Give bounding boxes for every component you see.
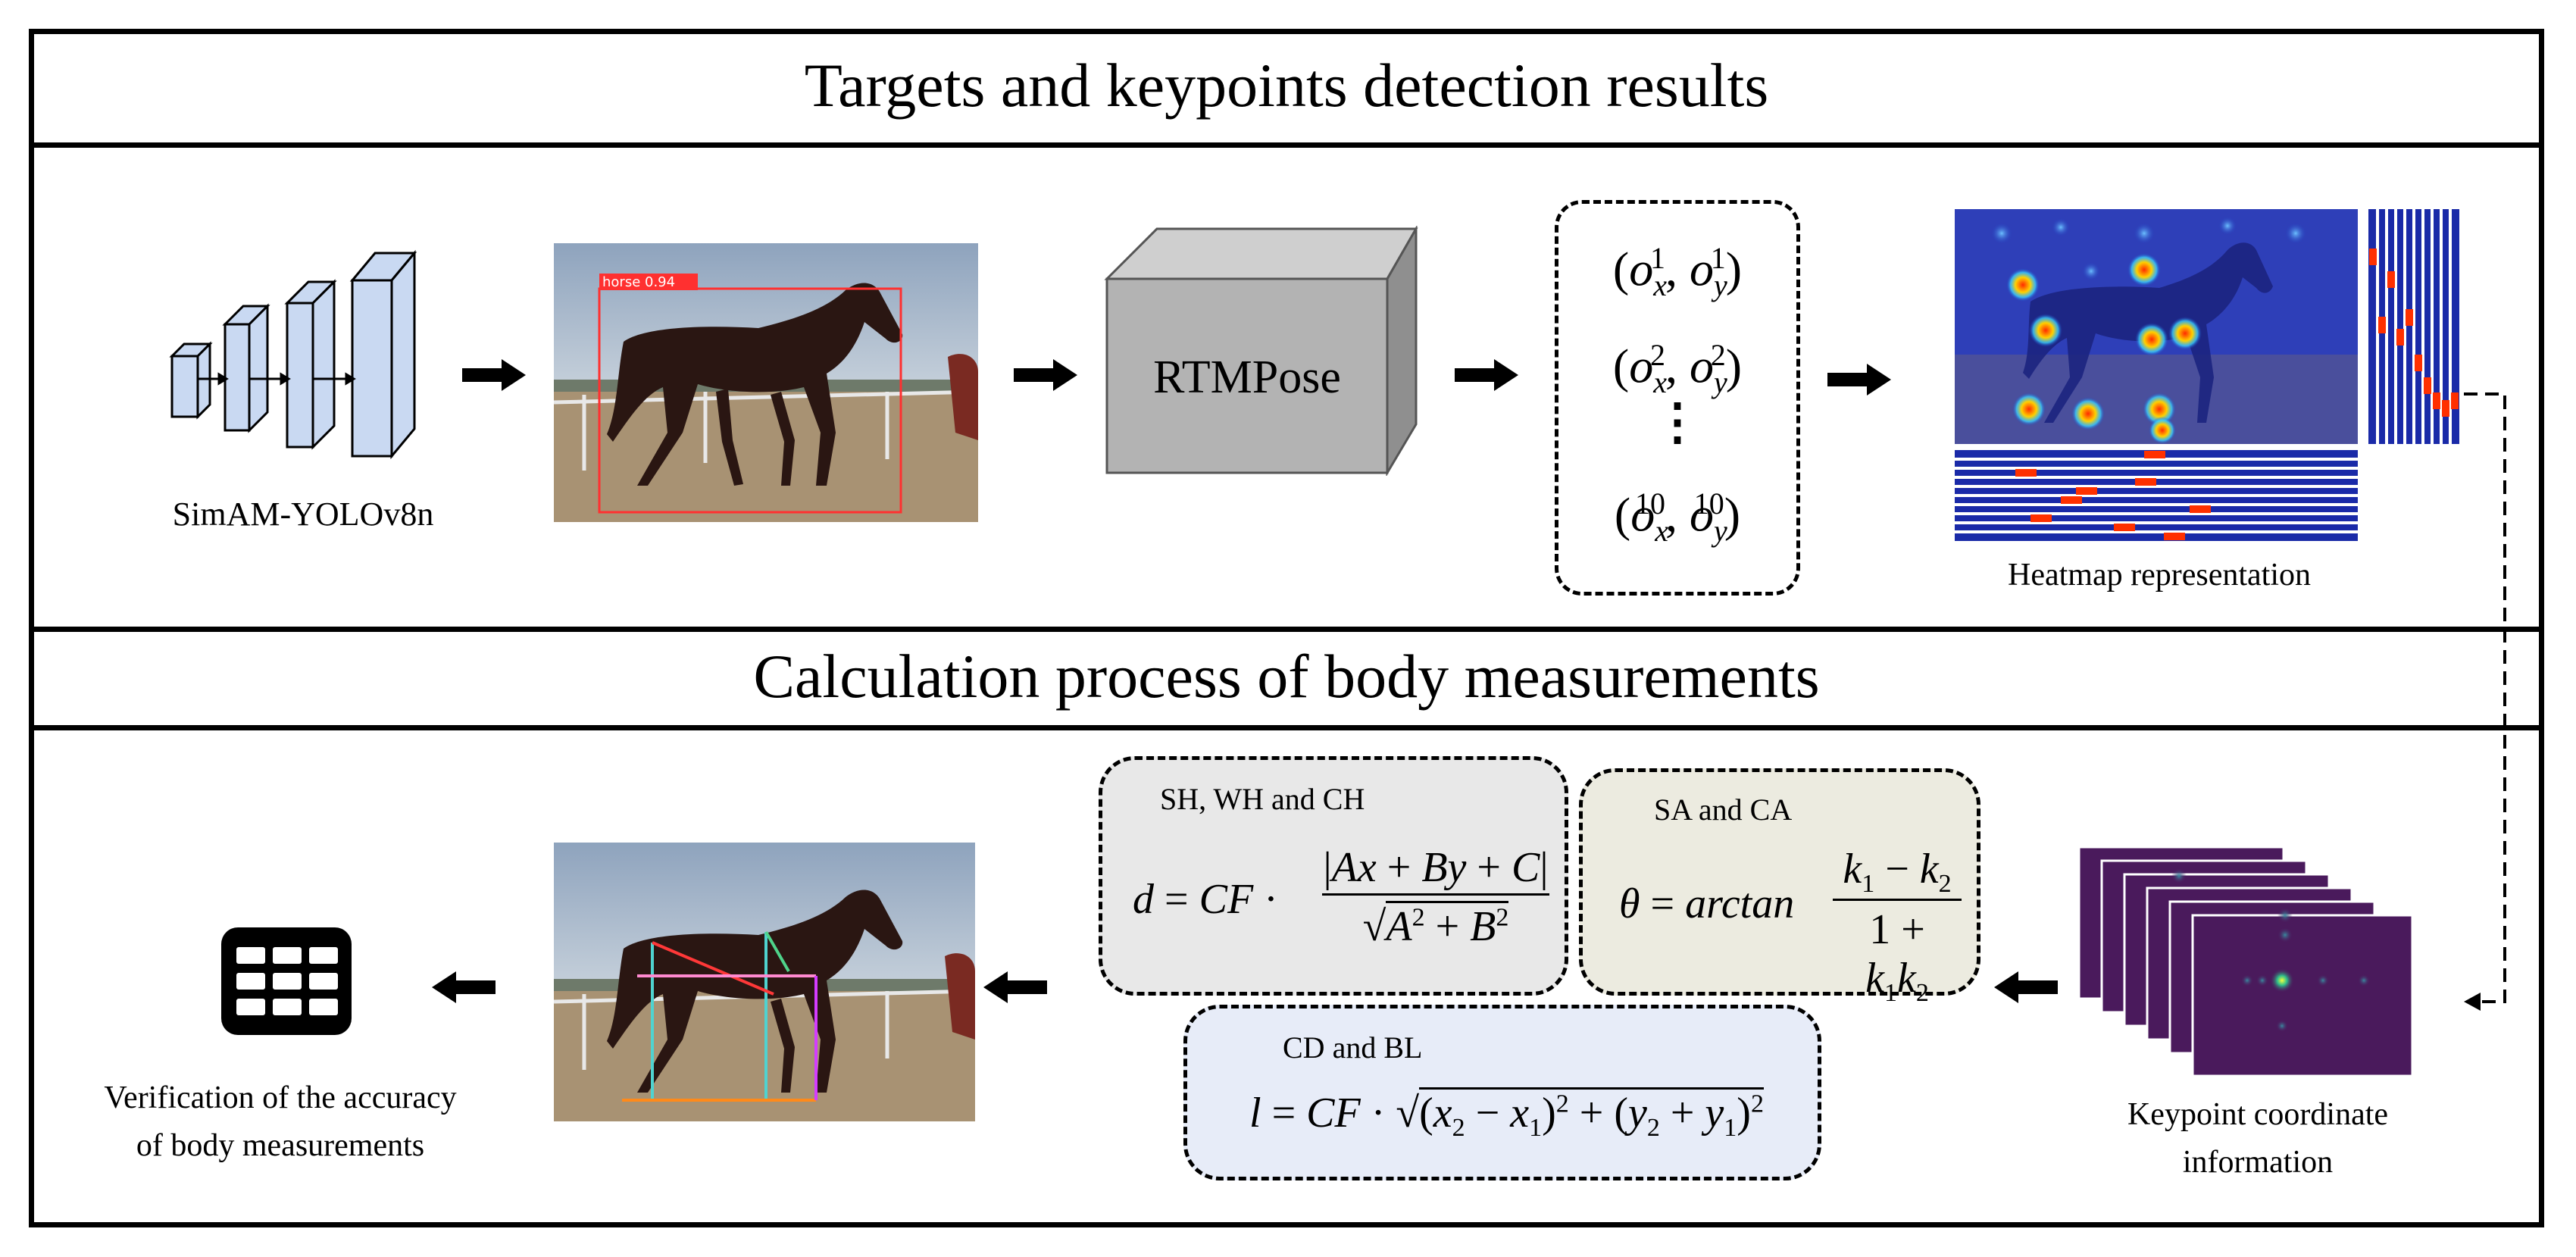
keypoint-coordinate-10: (ox10, oy10)	[1614, 486, 1741, 549]
heatmap-to-keypoints-connector	[2464, 392, 2506, 1011]
right-arrow-icon	[1455, 359, 1518, 391]
keypoint-heatmap-stack	[2077, 846, 2414, 1077]
detection-photo: horse 0.94	[554, 243, 978, 522]
keypoint-info-caption-line-2: information	[2182, 1145, 2334, 1180]
heatmap-representation	[1955, 209, 2459, 541]
verification-caption: Verification of the accuracy of body mea…	[38, 1074, 523, 1170]
rtmpose-block	[1104, 226, 1418, 476]
divider-top-title	[29, 142, 2544, 148]
keypoint-coordinate-1: (ox1, oy1)	[1612, 241, 1743, 303]
detector-label: SimAM-YOLOv8n	[172, 496, 434, 533]
left-arrow-icon	[1994, 971, 2058, 1003]
keypoint-coordinates-box: (ox1, oy1) (ox2, oy2) ⋮ (ox10, oy10)	[1555, 200, 1800, 596]
left-arrow-icon	[983, 971, 1047, 1003]
divider-section	[29, 627, 2544, 632]
length-formula-heading: CD and BL	[1283, 1030, 1423, 1065]
detection-box-label: horse 0.94	[602, 274, 675, 290]
height-formula-heading: SH, WH and CH	[1160, 782, 1365, 816]
verification-caption-line-2: of body measurements	[136, 1128, 425, 1163]
bottom-section-title: Calculation process of body measurements	[753, 642, 1820, 711]
divider-bottom-title	[29, 725, 2544, 730]
horse-measurement-image	[554, 843, 975, 1121]
keypoint-info-caption-line-1: Keypoint coordinate	[2127, 1097, 2389, 1132]
right-arrow-icon	[462, 359, 526, 391]
measurement-photo	[554, 843, 975, 1121]
table-grid-icon	[221, 927, 352, 1035]
angle-formula-heading: SA and CA	[1654, 793, 1793, 827]
length-formula: l = CF · √(x2 − x1)2 + (y2 + y1)2	[1249, 1087, 1810, 1143]
length-formula-box: CD and BL l = CF · √(x2 − x1)2 + (y2 + y…	[1183, 1005, 1821, 1180]
rtmpose-label: RTMPose	[1153, 352, 1341, 403]
left-arrow-icon	[432, 971, 496, 1003]
heatmap-caption: Heatmap representation	[2008, 558, 2311, 593]
horse-detection-image: horse 0.94	[554, 243, 978, 522]
verification-caption-line-1: Verification of the accuracy	[104, 1080, 457, 1115]
right-arrow-icon	[1827, 364, 1891, 396]
backbone-network-diagram	[169, 249, 417, 460]
right-arrow-icon	[1014, 359, 1077, 391]
keypoint-info-caption: Keypoint coordinate information	[2076, 1091, 2440, 1187]
angle-formula-box: SA and CA θ = arctan k1 − k2 1 + k1k2	[1579, 768, 1980, 1007]
keypoint-coordinate-2: (ox2, oy2)	[1612, 338, 1743, 400]
keypoint-ellipsis: ⋮	[1652, 395, 1702, 450]
height-formula-box: SH, WH and CH d = CF · |Ax + By + C| √A2…	[1099, 756, 1568, 996]
top-section-title: Targets and keypoints detection results	[804, 51, 1769, 120]
